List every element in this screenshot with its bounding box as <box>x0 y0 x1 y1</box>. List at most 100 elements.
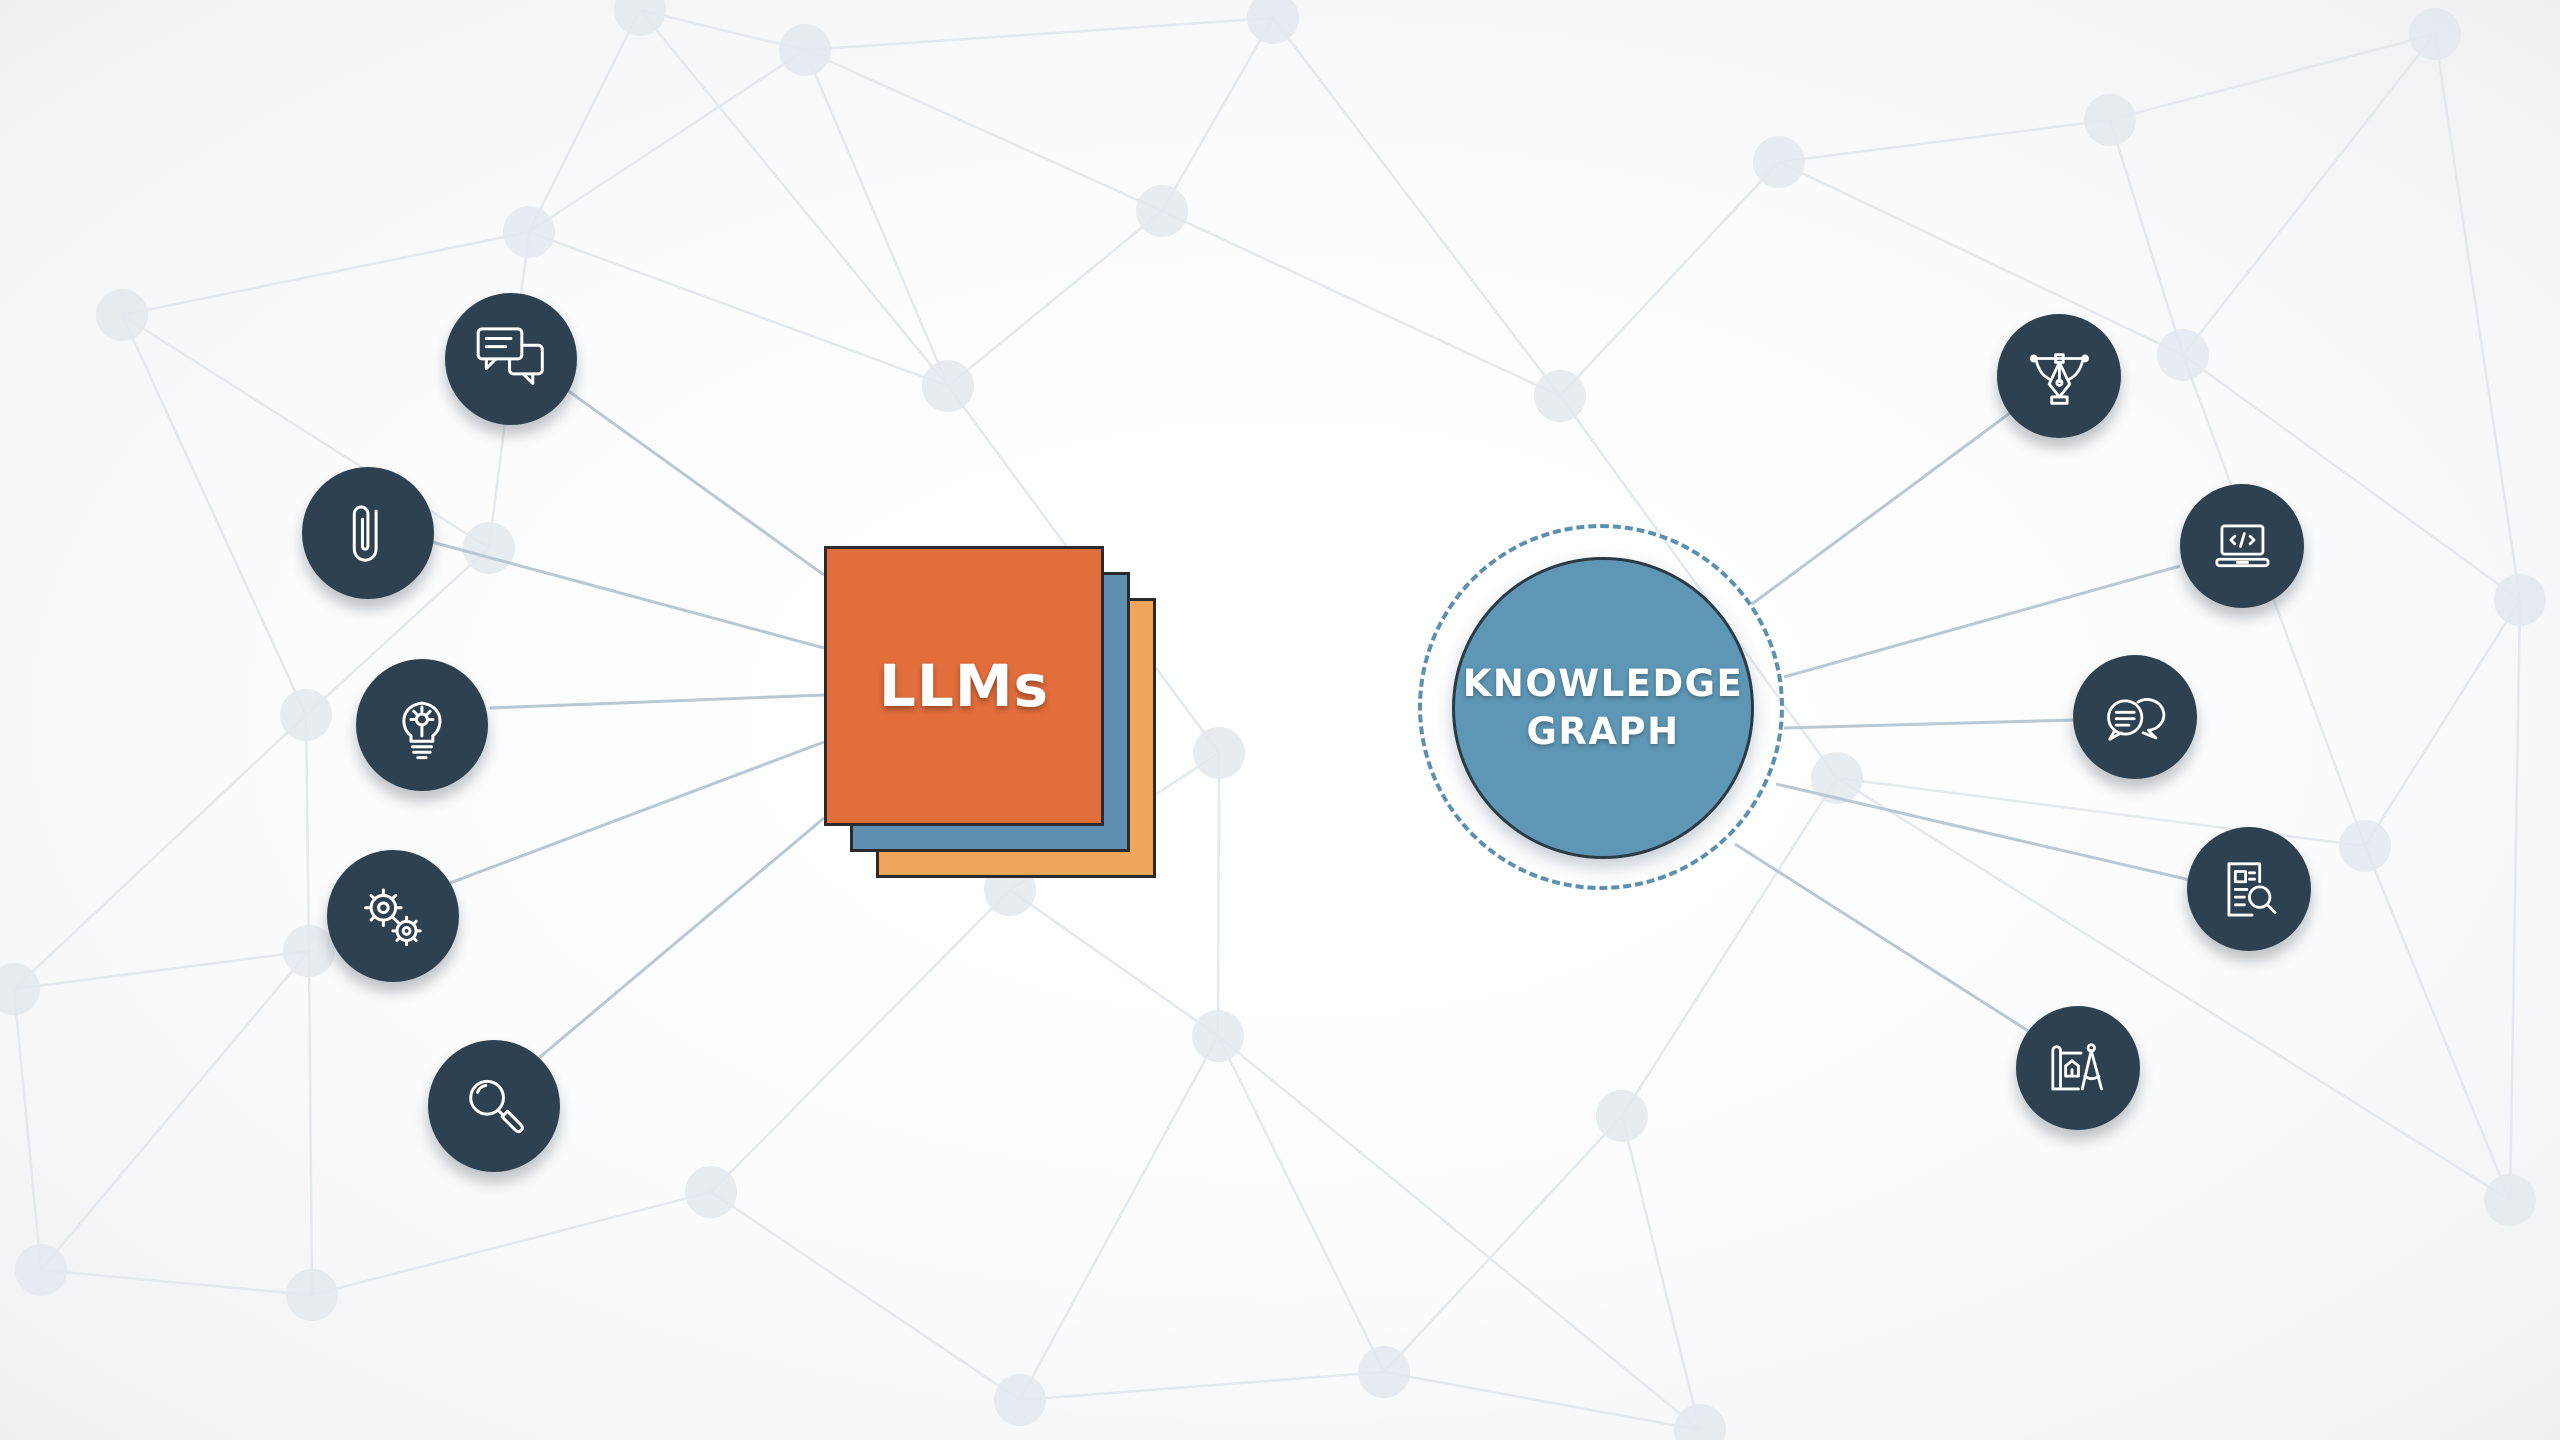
connector-line <box>1783 718 2076 730</box>
connector-line <box>1751 411 2011 606</box>
connector-line <box>489 693 825 710</box>
pen-tool-icon <box>1997 314 2121 438</box>
background-network-node <box>779 24 831 76</box>
background-network-node <box>994 1374 1046 1426</box>
background-network-line <box>947 210 1163 387</box>
background-network-line <box>1620 777 1839 1117</box>
background-network-node <box>1811 752 1863 804</box>
background-network-line <box>528 230 949 388</box>
background-network-line <box>2109 32 2436 122</box>
background-network-node <box>2157 329 2209 381</box>
background-network-line <box>804 16 1274 52</box>
connector-line <box>1734 842 2031 1034</box>
background-network-node <box>1674 1404 1726 1440</box>
background-network-node <box>283 925 335 977</box>
background-network-line <box>13 714 307 990</box>
background-network-node <box>2484 1174 2536 1226</box>
knowledge-graph-label-line1: KNOWLEDGE <box>1462 662 1744 705</box>
background-network-line <box>710 889 1011 1193</box>
background-network-node <box>280 689 332 741</box>
background-network-line <box>1009 888 1219 1038</box>
background-network-line <box>1161 209 1561 398</box>
gears-icon <box>327 850 459 982</box>
background-network-line <box>1778 160 2184 357</box>
background-network-line <box>1383 1115 1623 1373</box>
background-network-node <box>1193 727 1245 779</box>
background-network-node <box>2084 94 2136 146</box>
background-network-line <box>1383 1370 1701 1432</box>
code-laptop-icon <box>2180 484 2304 608</box>
background-network-node <box>96 289 148 341</box>
background-network-line <box>710 1190 1021 1402</box>
background-network-line <box>1018 1035 1220 1401</box>
connector-line <box>1783 564 2181 679</box>
background-network-line <box>2508 599 2522 1201</box>
background-network-line <box>804 48 1163 213</box>
background-network-node <box>1358 1346 1410 1398</box>
llm-label: LLMs <box>878 652 1050 720</box>
connector-line <box>449 740 825 885</box>
background-network-node <box>2494 574 2546 626</box>
background-network-line <box>120 314 308 716</box>
connector-line <box>431 540 825 650</box>
background-network-node <box>286 1269 338 1321</box>
background-network-node <box>1596 1090 1648 1142</box>
background-network-node <box>2339 820 2391 872</box>
background-network-node <box>1192 1010 1244 1062</box>
speech-bubbles-icon <box>2073 655 2197 779</box>
background-network-line <box>305 547 490 716</box>
background-network-line <box>1019 1370 1385 1402</box>
connector-line <box>566 388 825 577</box>
background-network-line <box>2181 354 2367 847</box>
background-network-line <box>639 8 806 52</box>
blueprint-compass-icon <box>2016 1006 2140 1130</box>
magnifier-icon <box>428 1040 560 1172</box>
background-network-line <box>1160 17 1275 212</box>
knowledge-graph-label-line2: GRAPH <box>1526 710 1680 753</box>
background-network-line <box>12 988 43 1271</box>
background-network-line <box>121 230 530 317</box>
background-network-line <box>1216 752 1221 1037</box>
background-network-node <box>0 963 40 1015</box>
background-network-node <box>614 0 666 36</box>
background-network-line <box>1778 118 2111 164</box>
paperclip-icon <box>302 467 434 599</box>
background-network-line <box>803 49 950 387</box>
background-network-node <box>2409 8 2461 60</box>
background-network-line <box>527 9 642 233</box>
background-network-line <box>2433 33 2522 601</box>
background-network-line <box>1836 776 2511 1202</box>
background-network-line <box>528 48 806 234</box>
background-network-line <box>1620 1115 1702 1431</box>
background-network-line <box>307 950 314 1296</box>
background-network-node <box>1534 370 1586 422</box>
background-network-line <box>639 9 949 387</box>
background-network-node <box>15 1244 67 1296</box>
background-network-line <box>2363 845 2512 1201</box>
background-network-line <box>13 949 310 991</box>
background-network-line <box>2363 599 2522 847</box>
background-network-line <box>2108 119 2185 356</box>
lightbulb-icon <box>356 659 488 791</box>
background-network-line <box>1559 161 1780 397</box>
llm-block: LLMs <box>824 546 1104 826</box>
background-network-line <box>2182 33 2436 356</box>
background-network-node <box>922 360 974 412</box>
background-network-node <box>1753 136 1805 188</box>
knowledge-graph-dashed-ring <box>1418 524 1784 890</box>
background-network-line <box>2182 353 2521 602</box>
background-network-node <box>503 206 555 258</box>
background-network-node <box>685 1166 737 1218</box>
background-network-line <box>1216 1035 1386 1373</box>
connector-line <box>1775 782 2191 882</box>
background-network-line <box>1272 17 1561 397</box>
connector-line <box>539 816 825 1059</box>
background-network-line <box>40 950 310 1271</box>
background-network-line <box>1217 1035 1701 1431</box>
background-network-line <box>311 1190 712 1297</box>
chat-bubbles-icon <box>445 293 577 425</box>
background-network-node <box>1247 0 1299 44</box>
background-network-line <box>40 1268 313 1297</box>
background-network-node <box>1136 185 1188 237</box>
